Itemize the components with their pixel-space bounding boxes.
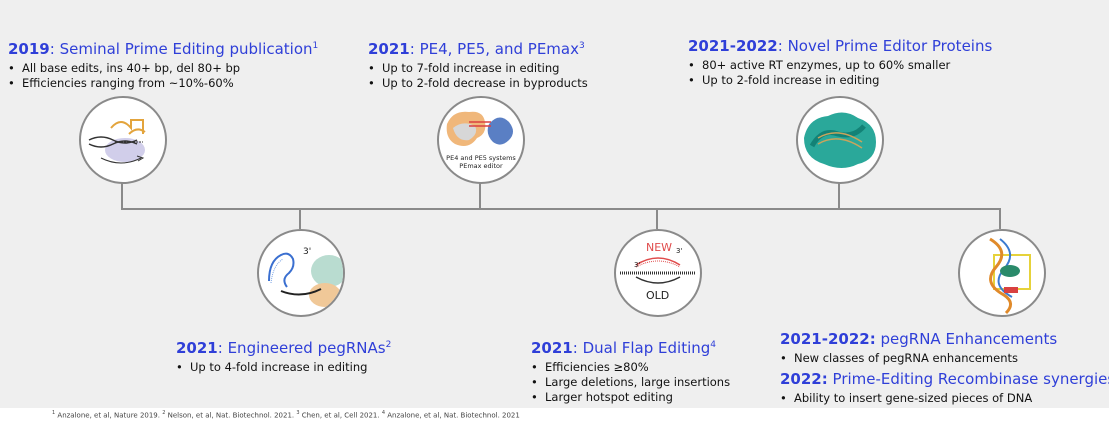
milestone-2021-2022-proteins: 2021-2022: Novel Prime Editor Proteins 8… <box>688 37 992 88</box>
milestone-2021-pegrnas: 2021: Engineered pegRNAs2 Up to 4-fold i… <box>176 336 391 375</box>
milestone-heading: 2021: PE4, PE5, and PEmax3 <box>368 40 585 58</box>
recombinase-illustration <box>958 229 1046 317</box>
three-prime-label: 3' <box>634 261 641 269</box>
milestone-2021-2022-pegrna: 2021-2022: pegRNA Enhancements New class… <box>780 330 1057 366</box>
milestone-2022-recombinase: 2022: Prime-Editing Recombinase synergie… <box>780 370 1109 406</box>
three-prime-label: 3' <box>676 247 683 255</box>
bullet-item: Up to 2-fold increase in editing <box>688 73 992 88</box>
bullet-item: Up to 4-fold increase in editing <box>176 360 391 375</box>
milestone-bullets: 80+ active RT enzymes, up to 60% smaller… <box>688 58 992 88</box>
three-prime-label: 3' <box>303 247 312 257</box>
milestone-heading: 2021-2022: pegRNA Enhancements <box>780 330 1058 348</box>
milestone-2021-dual-flap: 2021: Dual Flap Editing4 Efficiencies ≥8… <box>531 336 730 405</box>
bullet-item: Ability to insert gene-sized pieces of D… <box>780 391 1109 406</box>
old-strand-label: OLD <box>646 289 670 302</box>
milestone-bullets: New classes of pegRNA enhancements <box>780 351 1057 366</box>
connector-m1 <box>121 180 123 209</box>
pe4-pe5-caption-2: PEmax editor <box>459 162 503 170</box>
milestone-bullets: Ability to insert gene-sized pieces of D… <box>780 391 1109 406</box>
pe4-pe5-illustration: PE4 and PE5 systems PEmax editor <box>437 96 525 184</box>
dual-flap-illustration: NEW 3' 3' OLD <box>614 229 702 317</box>
novel-protein-illustration <box>796 96 884 184</box>
connector-m4 <box>299 209 301 229</box>
connector-m3 <box>838 180 840 209</box>
pe4-pe5-caption-1: PE4 and PE5 systems <box>446 154 516 162</box>
connector-m6 <box>999 209 1001 229</box>
milestone-heading: 2022: Prime-Editing Recombinase synergie… <box>780 370 1109 388</box>
timeline-axis <box>121 208 1001 210</box>
milestone-heading: 2019: Seminal Prime Editing publication1 <box>8 40 319 58</box>
milestone-heading: 2021-2022: Novel Prime Editor Proteins <box>688 37 993 55</box>
bullet-item: Efficiencies ranging from ~10%-60% <box>8 76 318 91</box>
references-footnote: 1 Anzalone, et al, Nature 2019. 2 Nelson… <box>52 410 520 420</box>
prime-editing-illustration <box>79 96 167 184</box>
bullet-item: New classes of pegRNA enhancements <box>780 351 1057 366</box>
bullet-item: Large deletions, large insertions <box>531 375 730 390</box>
bullet-item: All base edits, ins 40+ bp, del 80+ bp <box>8 61 318 76</box>
milestone-2019: 2019: Seminal Prime Editing publication1… <box>8 37 318 91</box>
milestone-2021-pe4: 2021: PE4, PE5, and PEmax3 Up to 7-fold … <box>368 37 588 91</box>
milestone-bullets: Up to 4-fold increase in editing <box>176 360 391 375</box>
connector-m5 <box>656 209 658 229</box>
milestone-bullets: All base edits, ins 40+ bp, del 80+ bp E… <box>8 61 318 91</box>
connector-m2 <box>479 180 481 209</box>
bullet-item: Efficiencies ≥80% <box>531 360 730 375</box>
pegrna-illustration: 3' <box>257 229 345 317</box>
milestone-bullets: Up to 7-fold increase in editing Up to 2… <box>368 61 588 91</box>
bullet-item: 80+ active RT enzymes, up to 60% smaller <box>688 58 992 73</box>
milestone-heading: 2021: Dual Flap Editing4 <box>531 339 717 357</box>
new-strand-label: NEW <box>646 241 673 254</box>
milestone-heading: 2021: Engineered pegRNAs2 <box>176 339 392 357</box>
bullet-item: Up to 7-fold increase in editing <box>368 61 588 76</box>
milestone-bullets: Efficiencies ≥80% Large deletions, large… <box>531 360 730 405</box>
bullet-item: Up to 2-fold decrease in byproducts <box>368 76 588 91</box>
bullet-item: Larger hotspot editing <box>531 390 730 405</box>
